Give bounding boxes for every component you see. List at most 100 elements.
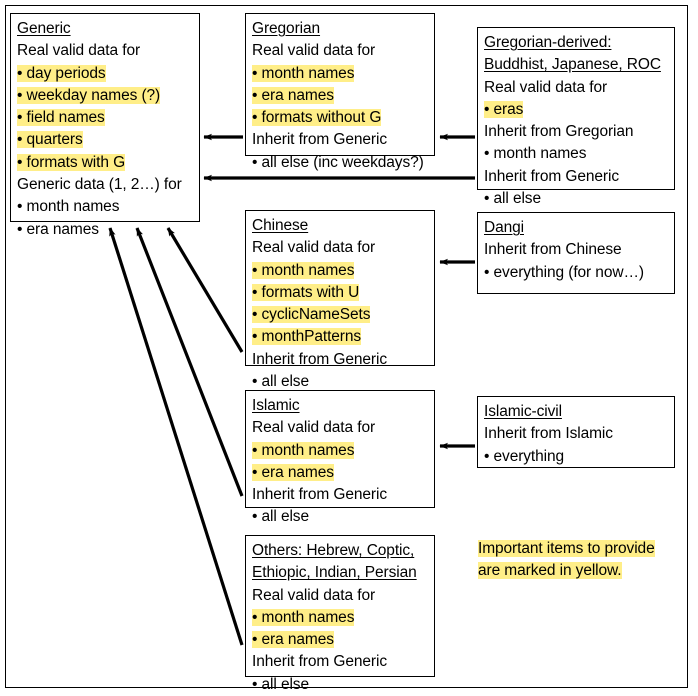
gregorian-line: Real valid data for xyxy=(252,40,429,62)
dangi-line: • everything (for now…) xyxy=(484,262,669,284)
others-line-text: Inherit from Generic xyxy=(252,653,387,671)
chinese-line: • all else xyxy=(252,371,429,393)
islamic-line: • month names xyxy=(252,440,429,462)
islamic-civil-line: • everything xyxy=(484,446,669,468)
generic-line-text: Generic xyxy=(17,20,71,37)
generic-line: • quarters xyxy=(17,129,194,151)
islamic-line-text: Inherit from Generic xyxy=(252,486,387,504)
generic-line-text: • field names xyxy=(17,109,105,127)
legend-note-text: Important items to provide xyxy=(478,540,655,557)
gregorian-derived-line-text: Buddhist, Japanese, ROC xyxy=(484,56,661,74)
others-line: • all else xyxy=(252,674,429,696)
dangi-line: Dangi xyxy=(484,217,669,239)
gregorian-derived-line-text: Inherit from Generic xyxy=(484,167,619,185)
chinese-line-text: • all else xyxy=(252,373,309,391)
islamic-civil-line: Inherit from Islamic xyxy=(484,423,669,445)
gregorian-derived-line: Gregorian-derived: xyxy=(484,32,669,54)
gregorian-line-text: • formats without G xyxy=(252,109,382,127)
generic-line: • field names xyxy=(17,107,194,129)
others-line: Real valid data for xyxy=(252,585,429,607)
gregorian-derived-box: Gregorian-derived: Buddhist, Japanese, RO… xyxy=(477,27,675,207)
legend-note-text: are marked in yellow. xyxy=(478,562,622,580)
gregorian-line-text: Gregorian xyxy=(252,20,321,37)
legend-note: Important items to provide are marked in … xyxy=(478,538,655,583)
generic-line-text: • month names xyxy=(17,198,120,216)
legend-note-line: Important items to provide xyxy=(478,538,655,560)
islamic-line: Inherit from Generic xyxy=(252,484,429,506)
generic-line: Generic xyxy=(17,18,194,40)
others-line-text: • all else xyxy=(252,675,309,693)
generic-line: • formats with G xyxy=(17,152,194,174)
others-line: Ethiopic, Indian, Persian xyxy=(252,562,429,584)
gregorian-derived-line: Buddhist, Japanese, ROC xyxy=(484,54,669,76)
islamic-civil-line-text: Islamic-civil xyxy=(484,403,562,420)
chinese-line: • month names xyxy=(252,260,429,282)
others-box: Others: Hebrew, Coptic, Ethiopic, Indian,… xyxy=(245,535,435,693)
others-line: • month names xyxy=(252,607,429,629)
diagram-outer-border xyxy=(5,5,688,688)
islamic-line-text: • era names xyxy=(252,463,334,481)
others-line-text: Real valid data for xyxy=(252,586,376,604)
generic-line: • month names xyxy=(17,196,194,218)
gregorian-derived-line: • eras xyxy=(484,99,669,121)
others-line-text: Ethiopic, Indian, Persian xyxy=(252,564,417,582)
dangi-line-text: Dangi xyxy=(484,219,524,236)
generic-line-text: • day periods xyxy=(17,64,106,82)
chinese-line: Real valid data for xyxy=(252,237,429,259)
generic-line: • era names xyxy=(17,219,194,241)
islamic-line-text: • month names xyxy=(252,441,355,459)
gregorian-derived-line-text: • month names xyxy=(484,145,587,163)
chinese-line-text: Real valid data for xyxy=(252,239,376,257)
others-line-text: • month names xyxy=(252,608,355,626)
generic-line-text: • quarters xyxy=(17,131,83,149)
islamic-civil-line-text: • everything xyxy=(484,447,565,465)
chinese-line: Chinese xyxy=(252,215,429,237)
others-line: Others: Hebrew, Coptic, xyxy=(252,540,429,562)
gregorian-derived-line: Real valid data for xyxy=(484,77,669,99)
gregorian-line-text: Real valid data for xyxy=(252,42,376,60)
islamic-line-text: Islamic xyxy=(252,397,300,414)
gregorian-line: • formats without G xyxy=(252,107,429,129)
chinese-line-text: • monthPatterns xyxy=(252,328,362,346)
gregorian-line: • month names xyxy=(252,63,429,85)
islamic-civil-line: Islamic-civil xyxy=(484,401,669,423)
generic-line-text: • era names xyxy=(17,220,99,238)
chinese-line-text: Inherit from Generic xyxy=(252,350,387,368)
generic-line-text: • weekday names (?) xyxy=(17,86,161,104)
gregorian-derived-line-text: • eras xyxy=(484,100,524,118)
others-line: • era names xyxy=(252,629,429,651)
gregorian-derived-line: Inherit from Gregorian xyxy=(484,121,669,143)
islamic-line: • era names xyxy=(252,462,429,484)
islamic-line: Islamic xyxy=(252,395,429,417)
others-line: Inherit from Generic xyxy=(252,651,429,673)
chinese-line-text: • formats with U xyxy=(252,283,360,301)
others-line-text: • era names xyxy=(252,631,334,649)
gregorian-line: • era names xyxy=(252,85,429,107)
gregorian-derived-line: Inherit from Generic xyxy=(484,166,669,188)
gregorian-line: • all else (inc weekdays?) xyxy=(252,152,429,174)
chinese-line-text: Chinese xyxy=(252,217,309,234)
gregorian-derived-line-text: Gregorian-derived: xyxy=(484,34,612,51)
gregorian-line-text: • month names xyxy=(252,64,355,82)
gregorian-derived-line-text: Real valid data for xyxy=(484,78,608,96)
chinese-line-text: • month names xyxy=(252,261,355,279)
dangi-line-text: • everything (for now…) xyxy=(484,263,644,281)
gregorian-line-text: Inherit from Generic xyxy=(252,131,387,149)
dangi-line-text: Inherit from Chinese xyxy=(484,241,622,259)
chinese-line: Inherit from Generic xyxy=(252,349,429,371)
generic-line-text: Real valid data for xyxy=(17,42,141,60)
generic-line: • day periods xyxy=(17,63,194,85)
islamic-civil-line-text: Inherit from Islamic xyxy=(484,425,613,443)
islamic-line: • all else xyxy=(252,506,429,528)
gregorian-line: Inherit from Generic xyxy=(252,129,429,151)
generic-line: Real valid data for xyxy=(17,40,194,62)
others-line-text: Others: Hebrew, Coptic, xyxy=(252,542,415,559)
islamic-line: Real valid data for xyxy=(252,417,429,439)
legend-note-line: are marked in yellow. xyxy=(478,560,622,582)
